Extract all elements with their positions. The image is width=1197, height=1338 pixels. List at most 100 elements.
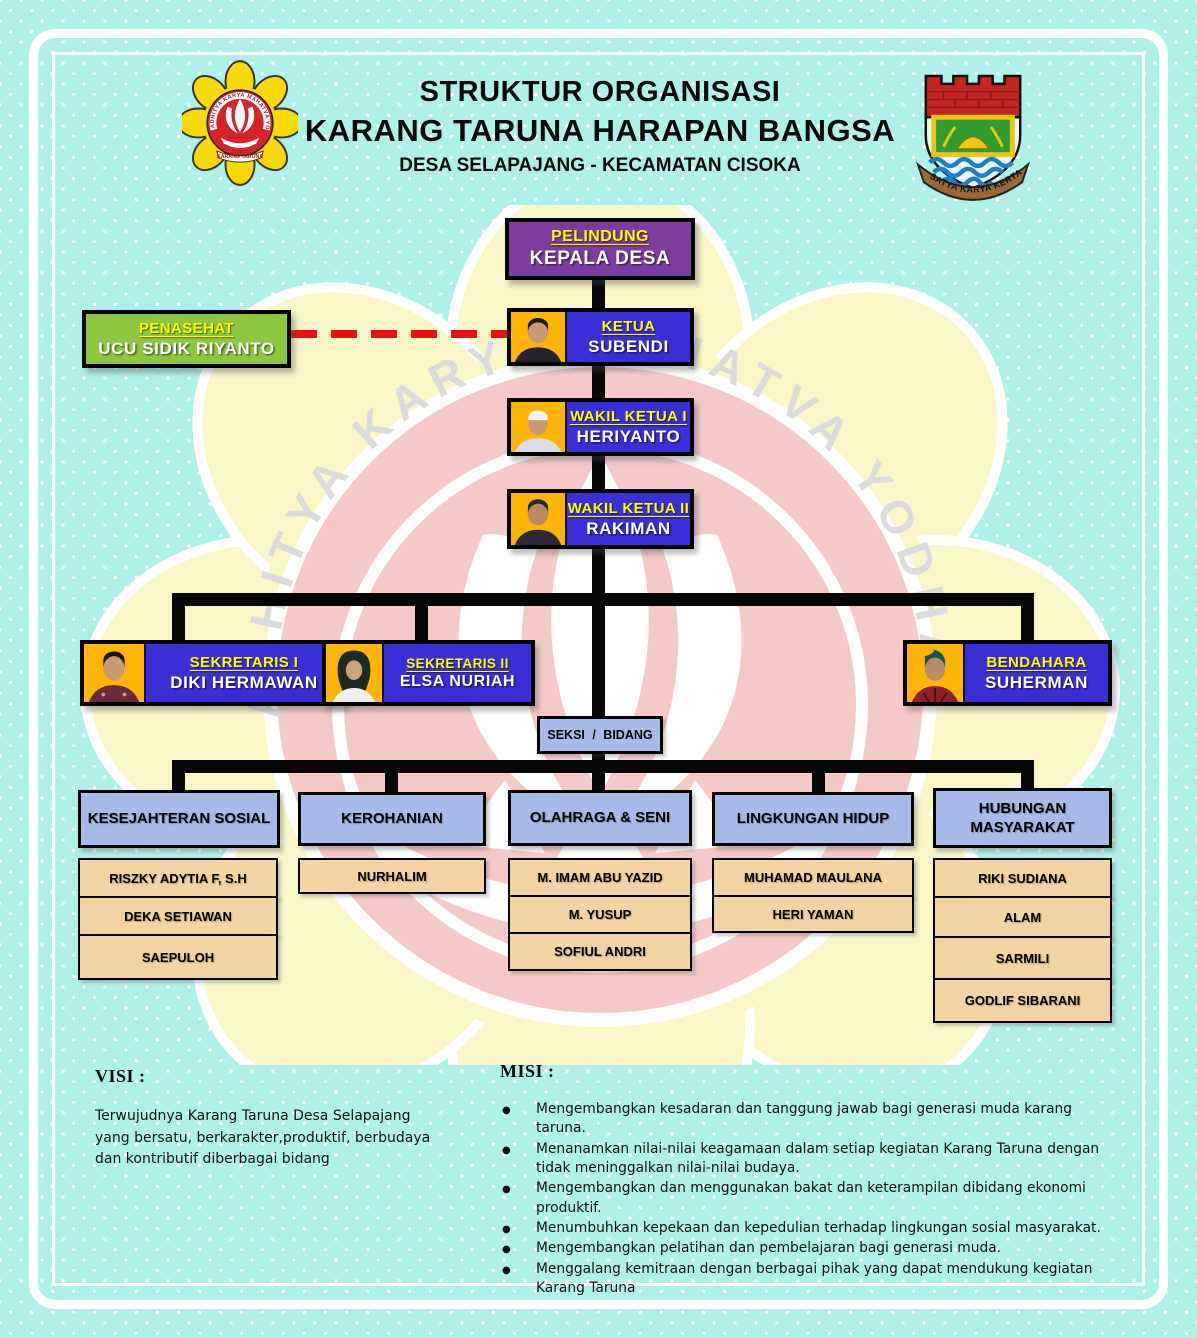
member-name: RIKI SUDIANA — [978, 870, 1067, 886]
misi-list: ● Mengembangkan kesadaran dan tanggung j… — [498, 1100, 1126, 1299]
section-header-kesejahteran-sosial: KESEJAHTERAN SOSIAL — [78, 790, 280, 848]
section-header-kerohanian: KEROHANIAN — [298, 792, 486, 846]
title-line2: KARANG TARUNA HARAPAN BANGSA — [304, 113, 896, 148]
photo-wakil-ketua1 — [511, 402, 567, 452]
misi-item: ● Mengembangkan dan menggunakan bakat da… — [498, 1179, 1126, 1218]
wakil-ketua2-name: RAKIMAN — [586, 518, 671, 538]
member-box: M. YUSUP — [508, 895, 692, 934]
title-line3: DESA SELAPAJANG - KECAMATAN CISOKA — [399, 155, 801, 176]
misi-item-text: Menumbuhkan kepekaan dan kepedulian terh… — [536, 1219, 1101, 1236]
bendahara-box: BENDAHARA SUHERMAN — [903, 640, 1112, 706]
member-name: RISZKY ADYTIA F, S.H — [109, 870, 247, 886]
penasehat-role: PENASEHAT — [139, 319, 234, 337]
member-box: ALAM — [933, 896, 1112, 938]
photo-wakil-ketua2 — [511, 493, 567, 545]
sekretaris1-role: SEKRETARIS I — [189, 653, 299, 671]
bullet-icon: ● — [502, 1105, 511, 1116]
misi-item: ● Menggalang kemitraan dengan berbagai p… — [498, 1260, 1126, 1299]
sekretaris2-box: SEKRETARIS II ELSA NURIAH — [322, 640, 535, 706]
ketua-name: SUBENDI — [588, 336, 669, 356]
photo-ketua — [511, 312, 567, 362]
connector-drop-bendahara — [1021, 604, 1034, 644]
bullet-icon: ● — [502, 1244, 511, 1256]
member-name: GODLIF SIBARANI — [964, 993, 1081, 1008]
member-box: RIKI SUDIANA — [933, 858, 1112, 898]
member-name: SARMILI — [995, 950, 1050, 966]
sekretaris2-name: ELSA NURIAH — [399, 672, 516, 690]
visi-text: Terwujudnya Karang Taruna Desa Selapajan… — [95, 1108, 431, 1168]
member-name: DEKA SETIAWAN — [124, 908, 232, 924]
wakil-ketua1-name: HERIYANTO — [576, 426, 681, 446]
section-title: LINGKUNGAN HIDUP — [736, 810, 890, 828]
ketua-role: KETUA — [601, 317, 656, 335]
pelindung-name: KEPALA DESA — [529, 248, 671, 269]
misi-item-text: Mengembangkan pelatihan dan pembelajaran… — [536, 1240, 1002, 1257]
sekretaris1-box: SEKRETARIS I DIKI HERMAWAN — [80, 640, 346, 706]
misi-item: ● Mengembangkan pelatihan dan pembelajar… — [498, 1239, 1126, 1258]
photo-sekretaris1 — [84, 644, 146, 702]
member-box: M. IMAM ABU YAZID — [508, 858, 692, 897]
penasehat-box: PENASEHAT UCU SIDIK RIYANTO — [82, 310, 291, 368]
seksi-bidang-label: SEKSI / BIDANG — [547, 728, 653, 742]
misi-item-text: Mengembangkan dan menggunakan bakat dan … — [536, 1180, 1086, 1216]
member-name: NURHALIM — [357, 868, 427, 884]
section-title: OLAHRAGA & SENI — [529, 809, 671, 827]
member-box: SARMILI — [933, 936, 1112, 980]
misi-item: ● Menanamkan nilai-nilai keagamaan dalam… — [498, 1140, 1126, 1179]
title-line1: STRUKTUR ORGANISASI — [419, 76, 781, 108]
member-box: RISZKY ADYTIA F, S.H — [78, 858, 278, 898]
section-title: KEROHANIAN — [341, 810, 443, 828]
misi-item-text: Mengembangkan kesadaran dan tanggung jaw… — [536, 1101, 1073, 1137]
member-name: M. YUSUP — [568, 907, 632, 922]
member-box: HERI YAMAN — [712, 895, 914, 933]
member-name: ALAM — [1003, 909, 1042, 925]
section-title: HUBUNGAN MASYARAKAT — [970, 799, 1075, 837]
photo-sekretaris2 — [326, 644, 384, 702]
sekretaris1-name: DIKI HERMAWAN — [170, 672, 318, 692]
connector-bar2 — [172, 760, 1034, 773]
member-name: SOFIUL ANDRI — [554, 944, 646, 959]
misi-heading: MISI : — [500, 1061, 555, 1081]
member-box: SOFIUL ANDRI — [508, 932, 692, 971]
misi-item: ● Menumbuhkan kepekaan dan kepedulian te… — [498, 1219, 1126, 1238]
bullet-icon: ● — [502, 1264, 511, 1276]
bullet-icon: ● — [502, 1223, 511, 1235]
member-box: GODLIF SIBARANI — [933, 978, 1112, 1023]
member-box: SAEPULOH — [78, 934, 278, 980]
misi-item-text: Menggalang kemitraan dengan berbagai pih… — [536, 1260, 1093, 1296]
wakil-ketua1-role: WAKIL KETUA I — [570, 407, 687, 425]
connector-drop-col2 — [385, 771, 398, 795]
section-header-lingkungan-hidup: LINGKUNGAN HIDUP — [712, 792, 914, 846]
penasehat-name: UCU SIDIK RIYANTO — [98, 338, 275, 358]
wakil-ketua2-role: WAKIL KETUA II — [567, 499, 690, 517]
connector-drop-col3 — [592, 771, 605, 793]
bullet-icon: ● — [502, 1184, 511, 1196]
connector-drop-sekretaris2 — [415, 604, 428, 644]
page-title: STRUKTUR ORGANISASI KARANG TARUNA HARAPA… — [250, 76, 950, 177]
bendahara-role: BENDAHARA — [986, 653, 1087, 671]
karang-taruna-logo: ADHITYA KARYA MAHATVA YODHA KARANG TARUN… — [182, 60, 298, 186]
connector-drop-sekretaris1 — [172, 604, 185, 644]
connector-drop-col5 — [1021, 771, 1034, 791]
visi-heading: VISI : — [95, 1066, 146, 1086]
karang-taruna-caption: KARANG TARUNA — [217, 154, 263, 160]
member-name: SAEPULOH — [141, 949, 215, 965]
section-header-hubungan-masyarakat: HUBUNGAN MASYARAKAT — [933, 788, 1112, 848]
connector-wakil1-wakil2 — [592, 453, 605, 493]
ketua-box: KETUA SUBENDI — [507, 308, 694, 366]
misi-item: ● Mengembangkan kesadaran dan tanggung j… — [498, 1100, 1126, 1139]
kabupaten-tangerang-logo: SATYA KARYA KERTA RAHARJA — [914, 60, 1031, 201]
member-box: DEKA SETIAWAN — [78, 896, 278, 936]
member-name: HERI YAMAN — [772, 906, 854, 922]
connector-wakil2-bar — [592, 546, 605, 596]
misi-item-text: Menanamkan nilai-nilai keagamaan dalam s… — [536, 1140, 1100, 1176]
connector-penasehat-dashed — [291, 330, 507, 338]
pelindung-box: PELINDUNG KEPALA DESA — [505, 218, 695, 280]
member-box: MUHAMAD MAULANA — [712, 858, 914, 897]
member-name: MUHAMAD MAULANA — [744, 870, 882, 885]
connector-center-seksi — [592, 604, 605, 720]
bullet-icon: ● — [502, 1144, 511, 1156]
section-header-olahraga-seni: OLAHRAGA & SENI — [508, 790, 692, 846]
connector-ketua-wakil1 — [592, 363, 605, 402]
